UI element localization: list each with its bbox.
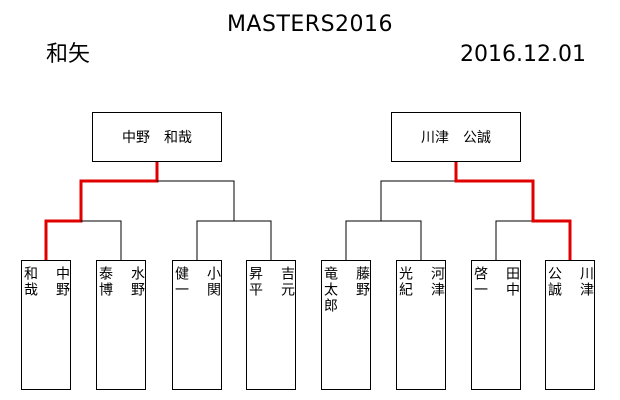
- player-box: 川津 公誠: [545, 260, 595, 390]
- player-box: 吉元 昇平: [246, 260, 296, 390]
- champion-box-right: 川津 公誠: [391, 112, 521, 162]
- player-box: 田中 啓一: [471, 260, 521, 390]
- date-label: 2016.12.01: [460, 42, 586, 67]
- player-box: 藤野 竜太郎: [321, 260, 371, 390]
- player-box: 小関 健一: [172, 260, 222, 390]
- player-name: 河津 光紀: [397, 266, 445, 298]
- player-name: 吉元 昇平: [247, 266, 295, 298]
- champion-name: 川津 公誠: [421, 130, 491, 146]
- player-name: 中野 和哉: [22, 266, 70, 298]
- player-name: 小関 健一: [173, 266, 221, 298]
- champion-name: 中野 和哉: [122, 130, 192, 146]
- player-name: 藤野 竜太郎: [322, 266, 370, 314]
- player-name: 水野 泰博: [97, 266, 145, 298]
- player-name: 川津 公誠: [546, 266, 594, 298]
- player-box: 中野 和哉: [21, 260, 71, 390]
- champion-box-left: 中野 和哉: [92, 112, 222, 162]
- venue-label: 和矢: [46, 42, 91, 67]
- player-box: 水野 泰博: [96, 260, 146, 390]
- page-title: MASTERS2016: [226, 12, 394, 37]
- player-box: 河津 光紀: [396, 260, 446, 390]
- player-name: 田中 啓一: [472, 266, 520, 298]
